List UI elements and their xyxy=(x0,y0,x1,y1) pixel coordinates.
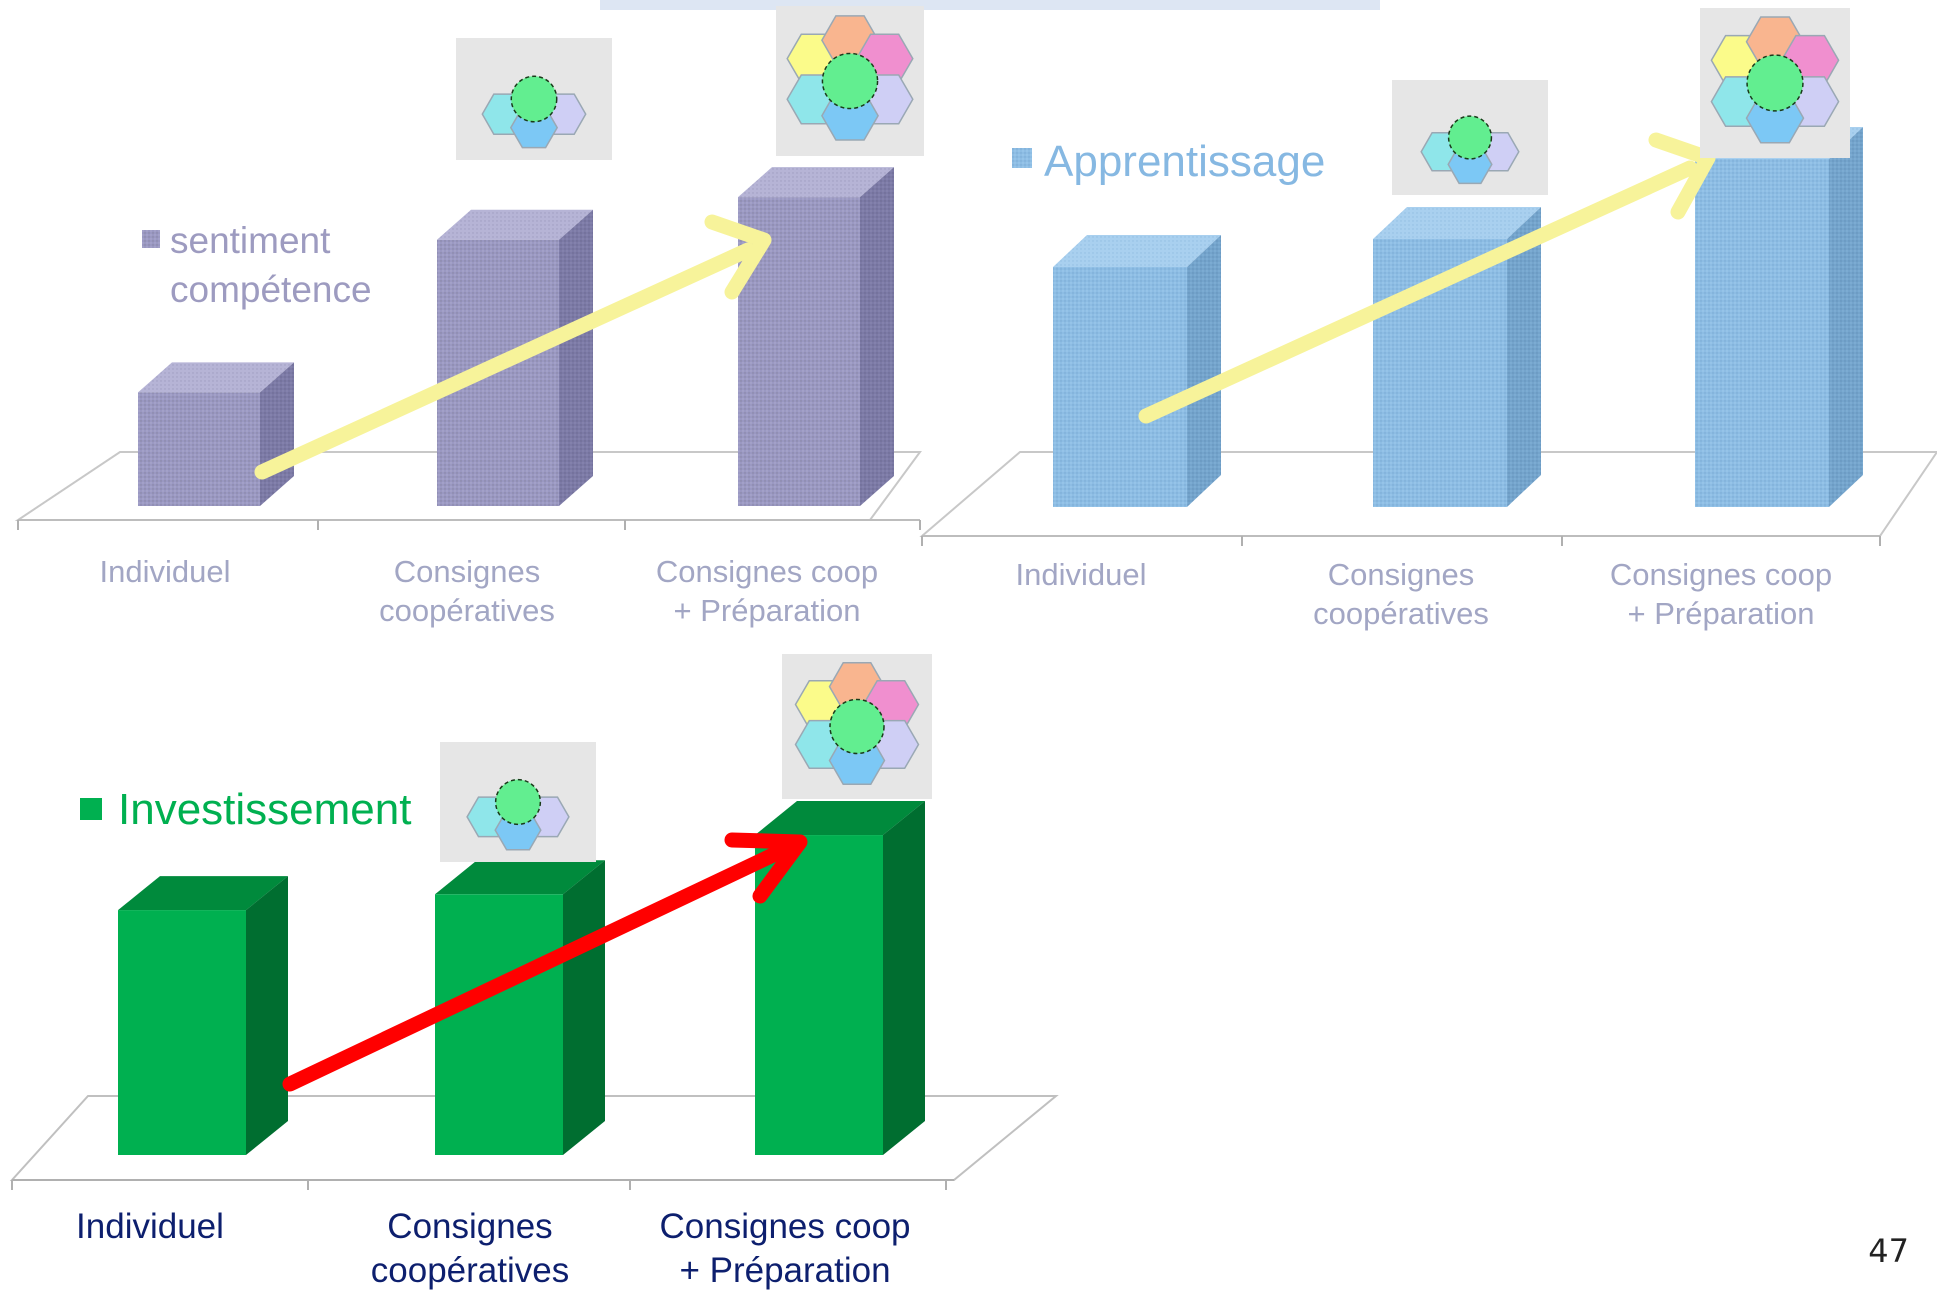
chart3-legend-label: Investissement xyxy=(118,785,411,834)
chart3-bar-3 xyxy=(755,801,925,1155)
chart2-legend-label: Apprentissage xyxy=(1044,137,1325,186)
chart3-category-label-3: Consignes coop+ Préparation xyxy=(660,1207,911,1290)
chart3-puzzle-three-pieces-icon xyxy=(440,742,596,862)
chart1-legend: sentiment compétence xyxy=(142,220,372,310)
chart3-bar-1 xyxy=(118,876,288,1155)
chart2-legend: Apprentissage xyxy=(1012,137,1325,186)
top-faded-strip xyxy=(600,0,1380,10)
chart1-trend-arrow xyxy=(254,214,772,480)
chart2-puzzle-six-pieces-icon xyxy=(1700,8,1850,158)
chart1-legend-swatch xyxy=(142,230,160,248)
chart2-bar-1 xyxy=(1053,235,1221,507)
chart3-legend-swatch xyxy=(80,798,102,820)
chart1-legend-line2: compétence xyxy=(170,269,372,310)
chart2-category-label-3: Consignes coop+ Préparation xyxy=(1610,557,1832,631)
chart2-bar-3 xyxy=(1695,127,1863,507)
chart1-puzzle-six-pieces-icon xyxy=(776,6,924,156)
chart3-legend: Investissement xyxy=(80,785,411,834)
chart1-puzzle-three-pieces-icon xyxy=(456,38,612,160)
chart3-bar-2 xyxy=(435,860,605,1155)
chart3-trend-arrow xyxy=(282,832,808,1092)
page-number: 47 xyxy=(1868,1232,1909,1270)
chart1-bar-3 xyxy=(738,167,894,506)
chart1-category-label-1: Individuel xyxy=(100,554,231,589)
chart2-bar-2 xyxy=(1373,207,1541,507)
chart1-category-label-3: Consignes coop+ Préparation xyxy=(656,554,878,628)
chart2-legend-swatch xyxy=(1012,148,1032,168)
chart3-category-label-1: Individuel xyxy=(76,1207,224,1246)
chart1-legend-line1: sentiment xyxy=(170,220,331,261)
chart1-bar-1 xyxy=(138,362,294,506)
chart2-category-label-1: Individuel xyxy=(1016,557,1147,592)
chart3-puzzle-six-pieces-icon xyxy=(782,654,932,799)
chart2-puzzle-three-pieces-icon xyxy=(1392,80,1548,195)
chart1-bar-2 xyxy=(437,209,593,506)
